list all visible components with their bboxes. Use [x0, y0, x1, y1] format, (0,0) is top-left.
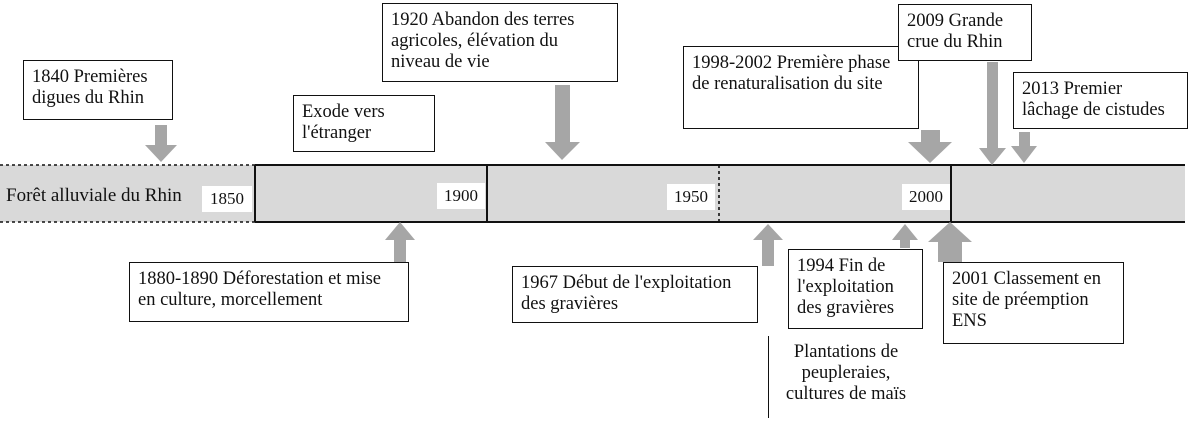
event-exode: Exode vers l'étranger: [293, 95, 435, 152]
arrow-digues: [145, 125, 177, 162]
event-plantations: Plantations de peupleraies, cultures de …: [768, 336, 923, 418]
event-gravieres-debut: 1967 Début de l'exploitation des gravièr…: [512, 266, 758, 323]
event-crue: 2009 Grande crue du Rhin: [898, 4, 1032, 61]
event-ens: 2001 Classement en site de préemption EN…: [943, 262, 1124, 344]
year-1850: 1850: [202, 186, 252, 212]
band-label: Forêt alluviale du Rhin: [6, 185, 182, 206]
arrow-gravieres-debut: [753, 224, 783, 266]
arrow-deforestation: [385, 222, 415, 262]
arrow-abandon: [545, 85, 580, 160]
event-gravieres-fin: 1994 Fin de l'exploitation des gravières: [788, 249, 923, 329]
event-abandon: 1920 Abandon des terres agricoles, éléva…: [382, 3, 618, 82]
event-cistudes: 2013 Premier lâchage de cistudes: [1013, 72, 1188, 129]
event-digues: 1840 Premières digues du Rhin: [23, 60, 173, 120]
timeline-band: [0, 165, 1185, 222]
event-renaturalisation: 1998-2002 Première phase de renaturalisa…: [683, 46, 919, 129]
year-1900: 1900: [437, 183, 485, 209]
event-deforestation: 1880-1890 Déforestation et mise en cultu…: [129, 262, 409, 322]
arrow-cistudes: [1011, 132, 1037, 163]
year-1950: 1950: [667, 184, 715, 210]
arrow-ens: [928, 222, 972, 262]
arrow-gravieres-fin: [892, 224, 918, 248]
arrow-renaturalisation: [908, 130, 952, 163]
year-2000: 2000: [902, 184, 950, 210]
arrow-crue: [979, 62, 1006, 165]
